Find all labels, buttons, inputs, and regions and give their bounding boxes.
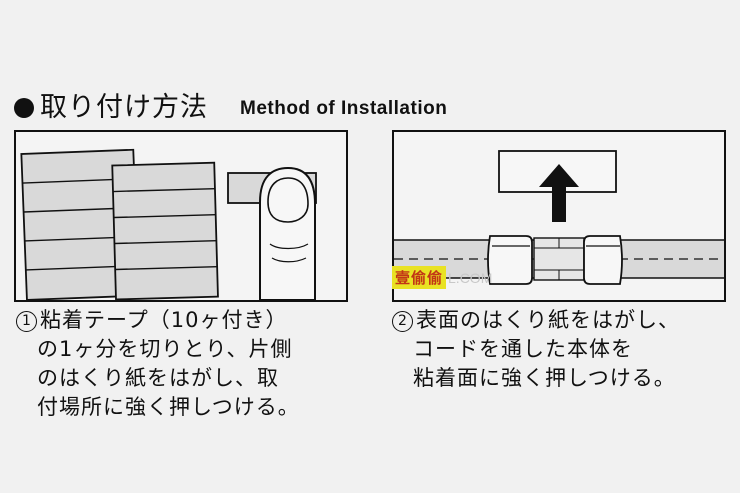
title-english: Method of Installation bbox=[240, 98, 448, 119]
cord-clip-body bbox=[487, 235, 623, 285]
illustration-panel-2 bbox=[392, 130, 726, 302]
watermark-text: L.COM bbox=[448, 269, 493, 286]
step-1-line-4: 付場所に強く押しつける。 bbox=[37, 395, 300, 419]
mount-illustration bbox=[394, 150, 724, 285]
illustration-panel-1 bbox=[14, 130, 348, 302]
tape-sheet-right bbox=[111, 161, 219, 300]
bullet-icon bbox=[14, 98, 34, 118]
watermark-logo: 壹偷偷 bbox=[392, 266, 447, 289]
step-1-line-2: の1ヶ分を切りとり、片側 bbox=[37, 337, 293, 361]
circled-number-2: 2 bbox=[392, 311, 413, 332]
watermark: 壹偷偷 L.COM bbox=[392, 266, 492, 289]
arrow-up-icon bbox=[539, 164, 579, 222]
tape-illustration bbox=[20, 148, 317, 300]
step-2-line-2: コードを通した本体を bbox=[413, 337, 633, 361]
step-2-line-3: 粘着面に強く押しつける。 bbox=[413, 366, 676, 390]
circled-number-1: 1 bbox=[16, 311, 37, 332]
finger-icon bbox=[259, 166, 316, 300]
step-1-line-3: のはくり紙をはがし、取 bbox=[37, 366, 279, 390]
title-japanese: 取り付け方法 bbox=[40, 92, 208, 123]
section-header: 取り付け方法 Method of Installation bbox=[14, 88, 447, 128]
